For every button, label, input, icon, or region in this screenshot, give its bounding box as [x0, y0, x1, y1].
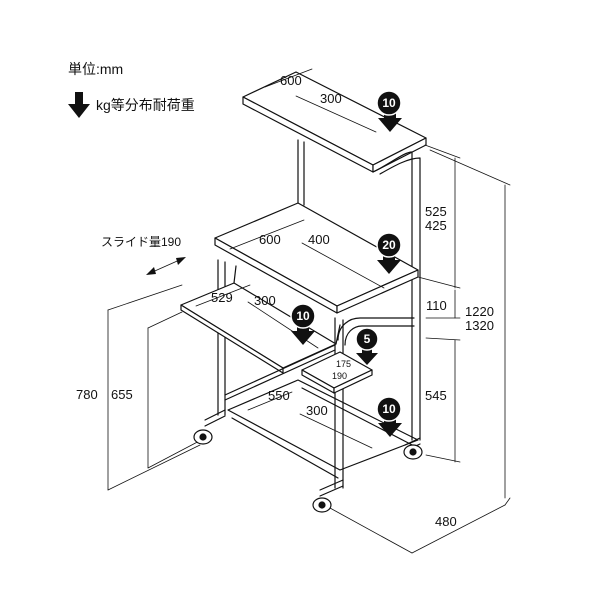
- bottom-depth-label: 300: [306, 403, 328, 418]
- load-badge-top: 10: [376, 90, 402, 132]
- mouse-tray: [301, 351, 373, 394]
- top-width-label: 600: [280, 73, 302, 88]
- down-arrow-icon: [68, 92, 90, 118]
- dimension-labels: 600 300 600 400 529 300 175 190 550 300 …: [76, 73, 494, 529]
- svg-text:10: 10: [382, 96, 396, 110]
- keyboard-width-label: 529: [211, 290, 233, 305]
- unit-label: 単位:mm: [68, 61, 124, 77]
- height-425-label: 425: [425, 218, 447, 233]
- height-655-label: 655: [111, 387, 133, 402]
- svg-text:10: 10: [382, 402, 396, 416]
- height-525-label: 525: [425, 204, 447, 219]
- height-110-label: 110: [426, 298, 447, 313]
- load-legend: kg等分布耐荷重: [68, 92, 195, 118]
- bottom-shelf: [204, 344, 421, 497]
- height-780-label: 780: [76, 387, 98, 402]
- height-1220-label: 1220: [465, 304, 494, 319]
- mouse-depth-label: 175: [336, 359, 351, 369]
- height-1320-label: 1320: [465, 318, 494, 333]
- height-545-label: 545: [425, 388, 447, 403]
- slide-label: スライド量190: [101, 235, 181, 249]
- desk-shelf: [214, 202, 419, 314]
- load-legend-text: kg等分布耐荷重: [96, 97, 195, 113]
- depth-480-label: 480: [435, 514, 457, 529]
- mouse-width-label: 190: [332, 371, 347, 381]
- bottom-width-label: 550: [268, 388, 290, 403]
- load-badge-bottom: 10: [376, 396, 402, 437]
- svg-text:10: 10: [296, 309, 310, 323]
- keyboard-depth-label: 300: [254, 293, 276, 308]
- desk-depth-label: 400: [308, 232, 330, 247]
- svg-text:20: 20: [382, 238, 396, 252]
- load-badge-desk: 20: [376, 232, 402, 274]
- load-badge-keyboard: 10: [290, 303, 316, 345]
- svg-text:5: 5: [364, 332, 371, 346]
- casters: [193, 429, 423, 513]
- desk-width-label: 600: [259, 232, 281, 247]
- load-badge-mouse: 5: [355, 327, 379, 365]
- top-depth-label: 300: [320, 91, 342, 106]
- posts: [217, 139, 421, 489]
